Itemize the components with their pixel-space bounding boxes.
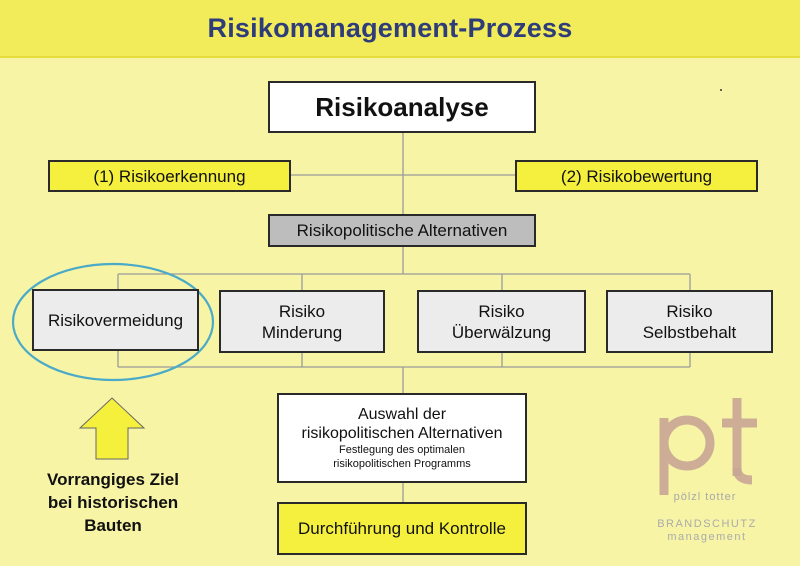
up-arrow-icon (78, 397, 146, 460)
node-vermeidung: Risikovermeidung (32, 289, 199, 351)
node-risikobewertung: (2) Risikobewertung (515, 160, 758, 192)
node-auswahl: Auswahl der risikopolitischen Alternativ… (277, 393, 527, 483)
node-durchfuehrung-label: Durchführung und Kontrolle (298, 519, 506, 538)
node-risikobewertung-label: (2) Risikobewertung (560, 166, 713, 186)
node-alternativen: Risikopolitische Alternativen (268, 214, 536, 247)
node-vermeidung-label: Risikovermeidung (47, 310, 184, 330)
node-selbstbehalt-line-1: Risiko (666, 301, 713, 321)
priority-line-3: Bauten (84, 516, 142, 535)
node-durchfuehrung: Durchführung und Kontrolle (277, 502, 527, 555)
node-auswahl-sub-2: risikopolitischen Programms (333, 458, 471, 470)
node-minderung-line-1: Risiko (278, 301, 326, 321)
node-alternativen-label: Risikopolitische Alternativen (296, 221, 508, 240)
node-auswahl-sub-1: Festlegung des optimalen (339, 444, 465, 456)
node-ueberwaelzung: Risiko Überwälzung (417, 290, 586, 353)
node-auswahl-line-2: risikopolitischen Alternativen (301, 425, 503, 442)
logo-name: pölzl totter (673, 491, 737, 503)
node-ueberwaelzung-line-2: Überwälzung (451, 322, 552, 342)
node-ueberwaelzung-line-1: Risiko (478, 301, 525, 321)
node-minderung: Risiko Minderung (219, 290, 385, 353)
priority-line-2: bei historischen (47, 493, 179, 512)
priority-annotation: Vorrangiges Ziel bei historischen Bauten (28, 468, 198, 537)
node-risikoanalyse: Risikoanalyse (268, 81, 536, 133)
node-minderung-line-2: Minderung (261, 322, 343, 342)
node-selbstbehalt: Risiko Selbstbehalt (606, 290, 773, 353)
node-risikoanalyse-label: Risikoanalyse (315, 91, 489, 122)
priority-line-1: Vorrangiges Ziel (47, 470, 179, 489)
node-auswahl-line-1: Auswahl der (357, 406, 447, 423)
logo-brand-line-1: BRANDSCHUTZ (657, 518, 757, 530)
node-selbstbehalt-line-2: Selbstbehalt (642, 322, 737, 342)
title-bar: Risikomanagement-Prozess (0, 0, 800, 58)
logo-brand: BRANDSCHUTZ management (652, 518, 762, 544)
highlight-ellipse (11, 262, 215, 382)
dot-mark (720, 89, 722, 91)
page-title: Risikomanagement-Prozess (207, 12, 573, 43)
logo-brand-line-2: management (667, 531, 747, 543)
node-risikoerkennung: (1) Risikoerkennung (48, 160, 291, 192)
node-risikoerkennung-label: (1) Risikoerkennung (93, 166, 246, 186)
pt-logo: pt (659, 398, 757, 495)
